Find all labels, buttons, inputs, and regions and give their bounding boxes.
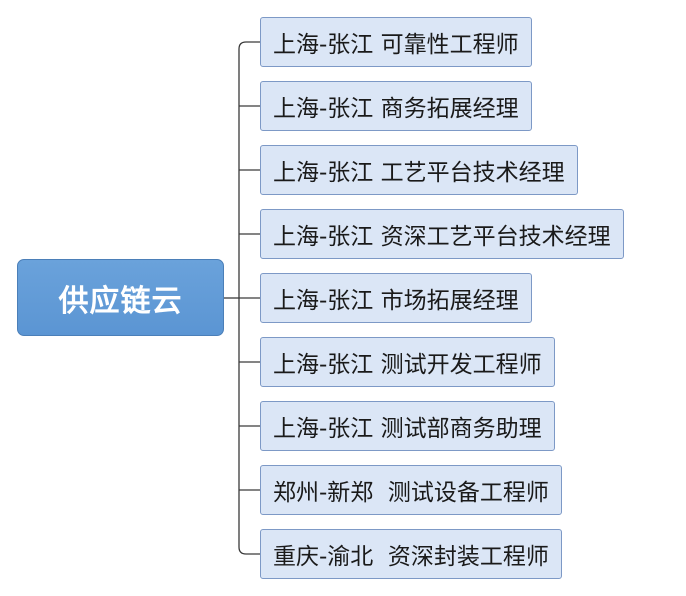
job-node-label: 郑州-新郑 测试设备工程师 xyxy=(273,480,549,506)
job-node-label: 上海-张江 商务拓展经理 xyxy=(273,96,519,122)
job-node-label: 上海-张江 可靠性工程师 xyxy=(273,32,519,58)
job-node-market-development-manager[interactable]: 上海-张江 市场拓展经理 xyxy=(260,273,532,323)
job-node-label: 重庆-渝北 资深封装工程师 xyxy=(273,544,549,570)
job-node-test-business-assistant[interactable]: 上海-张江 测试部商务助理 xyxy=(260,401,555,451)
job-node-test-equipment-engineer[interactable]: 郑州-新郑 测试设备工程师 xyxy=(260,465,562,515)
job-node-label: 上海-张江 测试部商务助理 xyxy=(273,416,542,442)
job-node-senior-packaging-engineer[interactable]: 重庆-渝北 资深封装工程师 xyxy=(260,529,562,579)
job-node-business-development-manager[interactable]: 上海-张江 商务拓展经理 xyxy=(260,81,532,131)
job-node-label: 上海-张江 工艺平台技术经理 xyxy=(273,160,565,186)
root-node-label: 供应链云 xyxy=(58,283,183,319)
root-node-supply-chain-cloud[interactable]: 供应链云 xyxy=(17,259,224,336)
job-node-label: 上海-张江 市场拓展经理 xyxy=(273,288,519,314)
job-node-senior-process-platform-manager[interactable]: 上海-张江 资深工艺平台技术经理 xyxy=(260,209,624,259)
job-node-label: 上海-张江 测试开发工程师 xyxy=(273,352,542,378)
job-node-process-platform-manager[interactable]: 上海-张江 工艺平台技术经理 xyxy=(260,145,578,195)
job-node-test-development-engineer[interactable]: 上海-张江 测试开发工程师 xyxy=(260,337,555,387)
job-node-label: 上海-张江 资深工艺平台技术经理 xyxy=(273,224,611,250)
job-node-reliability-engineer[interactable]: 上海-张江 可靠性工程师 xyxy=(260,17,532,67)
